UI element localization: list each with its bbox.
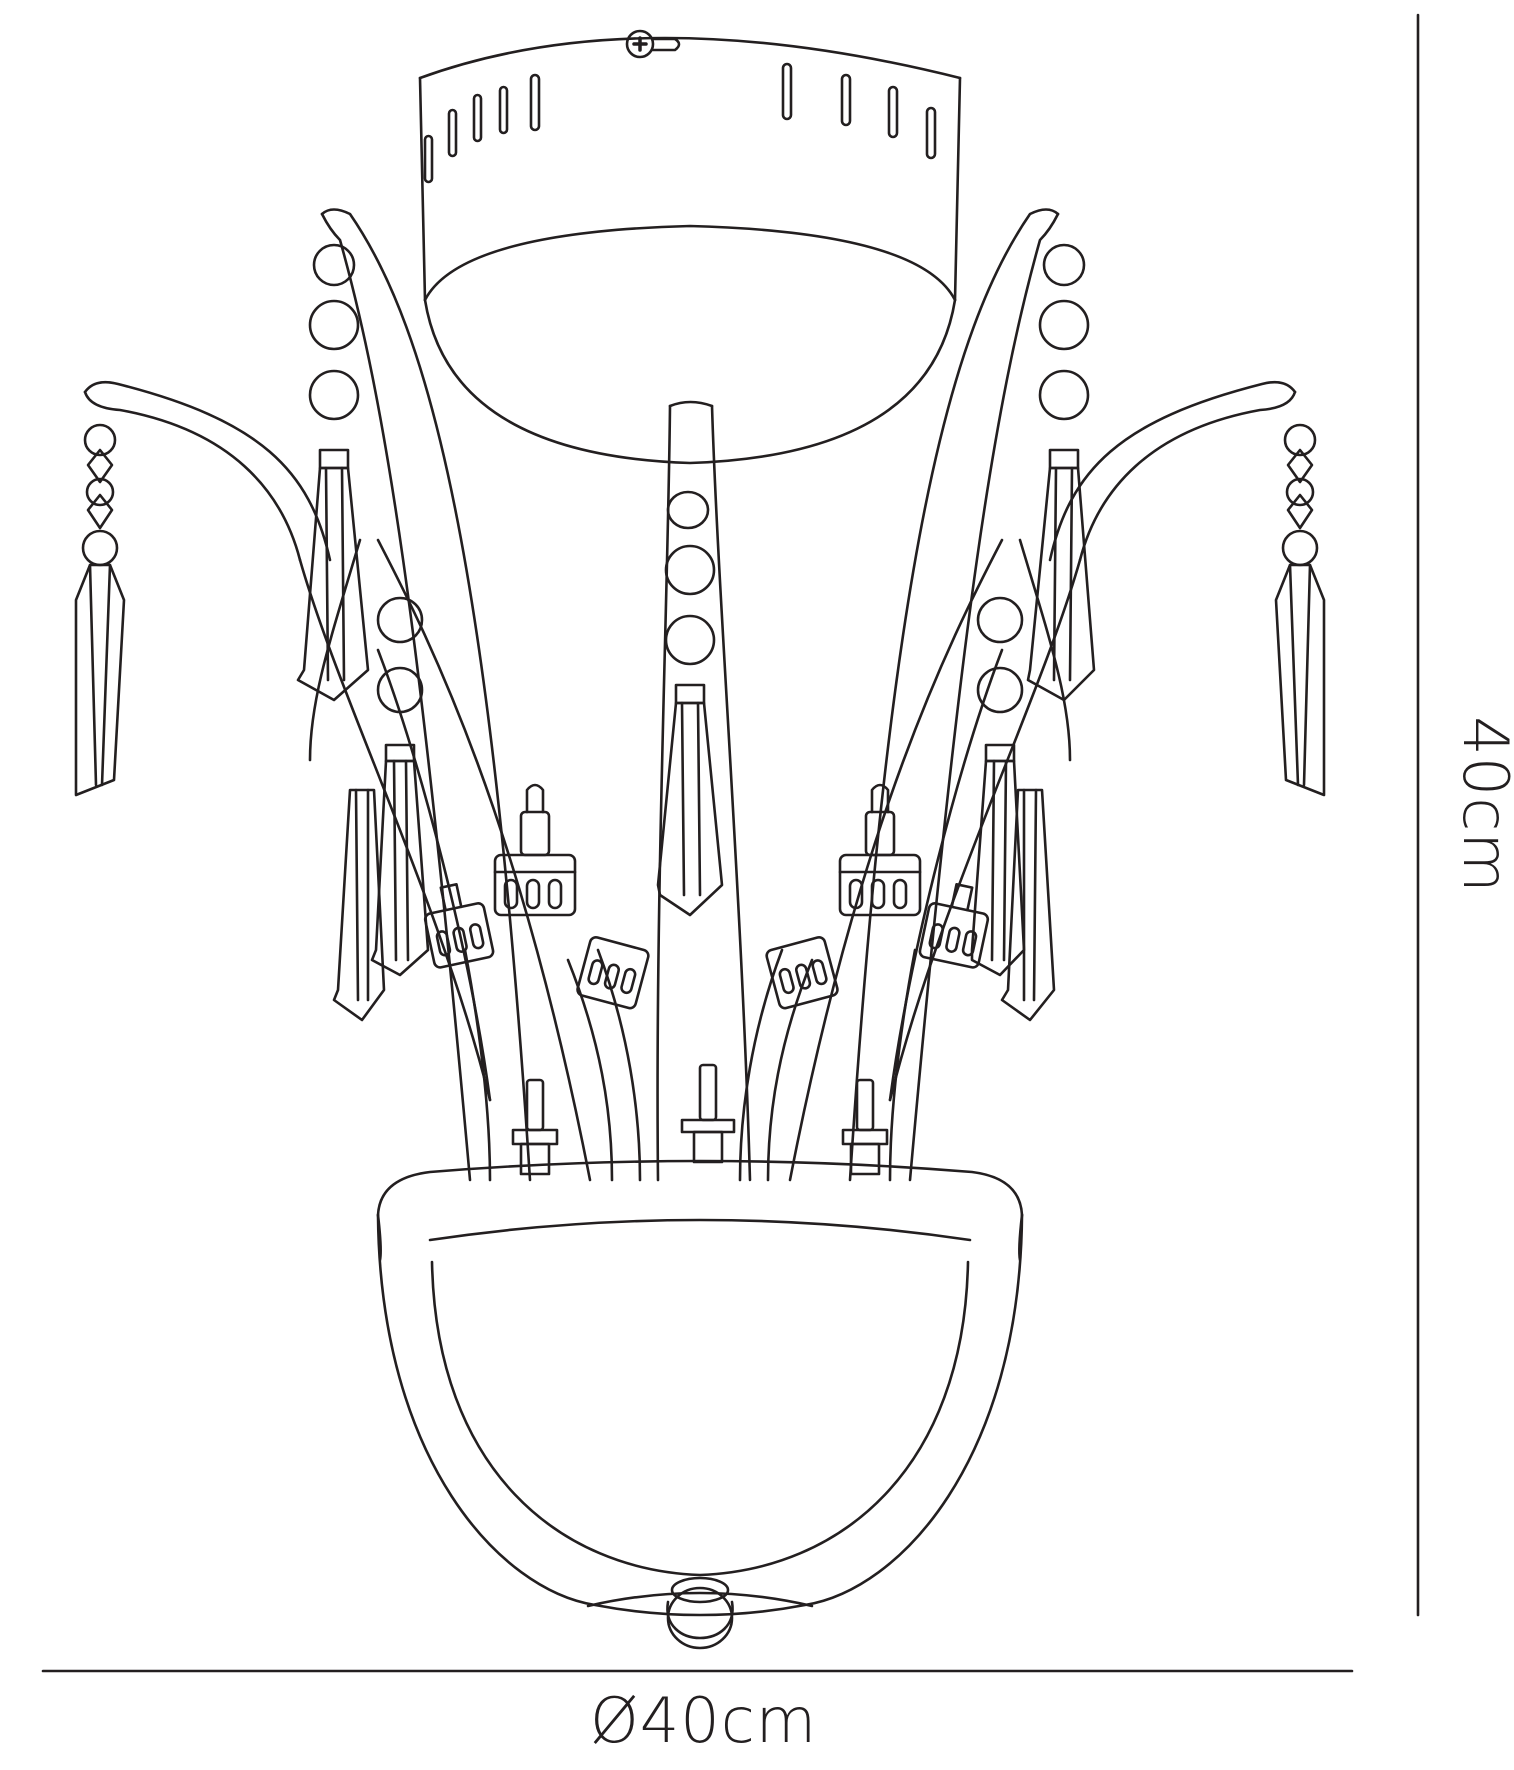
lamp-arms	[463, 948, 917, 1182]
base-bulbs	[511, 1063, 889, 1176]
left-arms	[83, 208, 592, 1182]
height-dimension-label: 40cm	[1449, 716, 1514, 894]
right-arms	[788, 208, 1297, 1182]
lamp-holders	[423, 783, 990, 1010]
crystal-drops	[74, 243, 1326, 1022]
bowl	[376, 1159, 1024, 1650]
ceiling-canopy	[418, 29, 962, 465]
central-stem	[656, 400, 752, 1182]
width-dimension-label: Ø40cm	[590, 1684, 818, 1757]
screw-icon	[625, 29, 655, 59]
